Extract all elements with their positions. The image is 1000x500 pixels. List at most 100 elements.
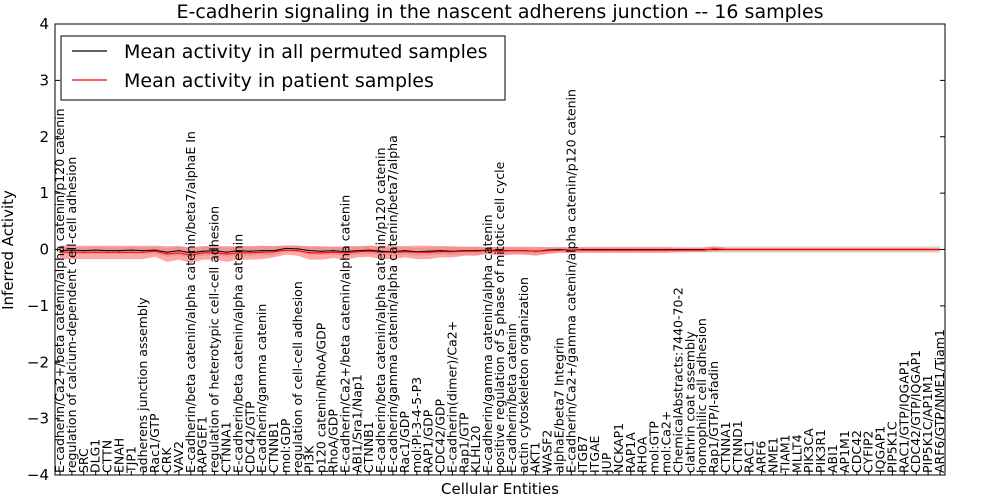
data-point bbox=[475, 250, 477, 252]
data-point bbox=[273, 251, 275, 253]
x-category-label: ENAH bbox=[112, 438, 127, 473]
x-category-label: ARF6/GTP/NME1/Tiam1 bbox=[932, 329, 947, 473]
data-point bbox=[130, 249, 132, 251]
x-category-label: PIP5K1C/AP1M1 bbox=[920, 374, 935, 473]
data-point bbox=[71, 251, 73, 253]
x-category-label: JUP bbox=[599, 452, 614, 474]
x-category-label: ITGAE bbox=[587, 435, 602, 473]
data-point bbox=[416, 251, 418, 253]
data-point bbox=[380, 250, 382, 252]
data-point bbox=[701, 249, 703, 251]
x-category-label: RAPGEF1 bbox=[195, 416, 210, 473]
data-point bbox=[297, 248, 299, 250]
data-point bbox=[463, 250, 465, 252]
x-category-label: CTNNB1 bbox=[361, 421, 376, 473]
data-point bbox=[356, 250, 358, 252]
data-point bbox=[368, 250, 370, 252]
data-point bbox=[249, 250, 251, 252]
data-point bbox=[677, 249, 680, 251]
data-point bbox=[796, 248, 798, 251]
legend-label-permuted: Mean activity in all permuted samples bbox=[124, 41, 487, 63]
x-category-label: TJP1 bbox=[123, 446, 138, 474]
data-point bbox=[392, 251, 394, 253]
data-point bbox=[570, 249, 573, 251]
data-point bbox=[202, 250, 204, 252]
data-point bbox=[844, 248, 846, 251]
data-point bbox=[95, 249, 97, 251]
data-point bbox=[202, 252, 204, 254]
data-point bbox=[856, 248, 858, 251]
x-category-label: PIK3CA bbox=[801, 428, 816, 473]
data-point bbox=[297, 250, 299, 252]
x-category-label: TIAM1 bbox=[777, 434, 792, 474]
data-point bbox=[749, 248, 751, 251]
x-category-label: mol:PI-3-4-5-P3 bbox=[409, 377, 424, 473]
data-point bbox=[321, 250, 323, 252]
data-point bbox=[142, 251, 144, 253]
x-category-label: mol:GTP bbox=[647, 421, 662, 473]
data-point bbox=[142, 250, 144, 252]
data-point bbox=[225, 251, 228, 253]
data-point bbox=[214, 250, 216, 252]
x-category-label: AKT1 bbox=[528, 442, 543, 473]
data-point bbox=[523, 250, 525, 252]
y-tick-label: −4 bbox=[27, 466, 49, 484]
x-category-label: VAV2 bbox=[171, 441, 186, 473]
x-category-label: mol:GDP bbox=[278, 418, 293, 473]
x-category-label: Rap1/GTP bbox=[456, 412, 471, 473]
x-category-label: CDC42/GTP/IQGAP1 bbox=[908, 350, 923, 473]
data-point bbox=[618, 249, 620, 251]
data-point bbox=[95, 251, 97, 253]
data-point bbox=[606, 249, 608, 251]
x-category-label: RAC1 bbox=[742, 440, 757, 473]
data-point bbox=[368, 249, 370, 251]
data-point bbox=[713, 248, 715, 250]
x-category-label: E-cadherin/beta catenin/alpha catenin/p1… bbox=[373, 147, 388, 473]
y-tick-label: 4 bbox=[39, 15, 49, 33]
data-point bbox=[332, 250, 335, 252]
data-point bbox=[428, 251, 430, 253]
y-tick-label: 3 bbox=[39, 71, 49, 89]
data-point bbox=[178, 252, 180, 254]
data-point bbox=[225, 253, 228, 255]
data-point bbox=[71, 249, 73, 251]
data-point bbox=[178, 250, 180, 252]
x-category-label: PIK3R1 bbox=[813, 429, 828, 473]
x-category-label: ABI1 bbox=[825, 444, 840, 473]
data-point bbox=[891, 248, 894, 251]
data-point bbox=[83, 250, 85, 252]
x-category-label: ITGB7 bbox=[575, 435, 590, 473]
data-point bbox=[439, 250, 442, 252]
data-point bbox=[808, 248, 810, 251]
x-category-label: CRK bbox=[159, 447, 174, 473]
data-point bbox=[594, 249, 596, 251]
x-category-label: actin cytoskeleton organization bbox=[516, 277, 531, 473]
x-category-label: PIP5K1C bbox=[884, 421, 899, 473]
x-category-label: MLLT4 bbox=[789, 434, 804, 473]
data-point bbox=[249, 252, 251, 254]
x-category-label: E-cadherin/gamma catenin/alpha catenin/b… bbox=[385, 135, 400, 473]
y-tick-label: 0 bbox=[39, 241, 49, 259]
data-point bbox=[535, 250, 537, 252]
data-point bbox=[285, 249, 287, 251]
data-point bbox=[582, 249, 584, 251]
data-point bbox=[154, 249, 156, 251]
data-point bbox=[547, 250, 549, 252]
data-point bbox=[737, 248, 739, 251]
data-point bbox=[654, 249, 656, 251]
x-category-label: ARF6 bbox=[754, 441, 769, 473]
x-category-label: E-cadherin/Ca2+/gamma catenin/alpha cate… bbox=[563, 89, 578, 473]
x-category-label: E-cadherin/beta catenin bbox=[504, 323, 519, 473]
data-point bbox=[261, 250, 263, 252]
x-category-label: NCKAP1 bbox=[611, 423, 626, 473]
data-point bbox=[820, 248, 822, 251]
data-point bbox=[237, 252, 239, 254]
data-point bbox=[332, 251, 335, 253]
x-category-label: CTNNA1 bbox=[718, 421, 733, 473]
data-point bbox=[83, 251, 85, 253]
data-point bbox=[285, 247, 287, 249]
x-category-label: NME1 bbox=[766, 437, 781, 473]
x-category-label: alphaE/beta7 Integrin bbox=[552, 337, 567, 473]
x-category-label: CDC42/GTP bbox=[242, 401, 257, 473]
